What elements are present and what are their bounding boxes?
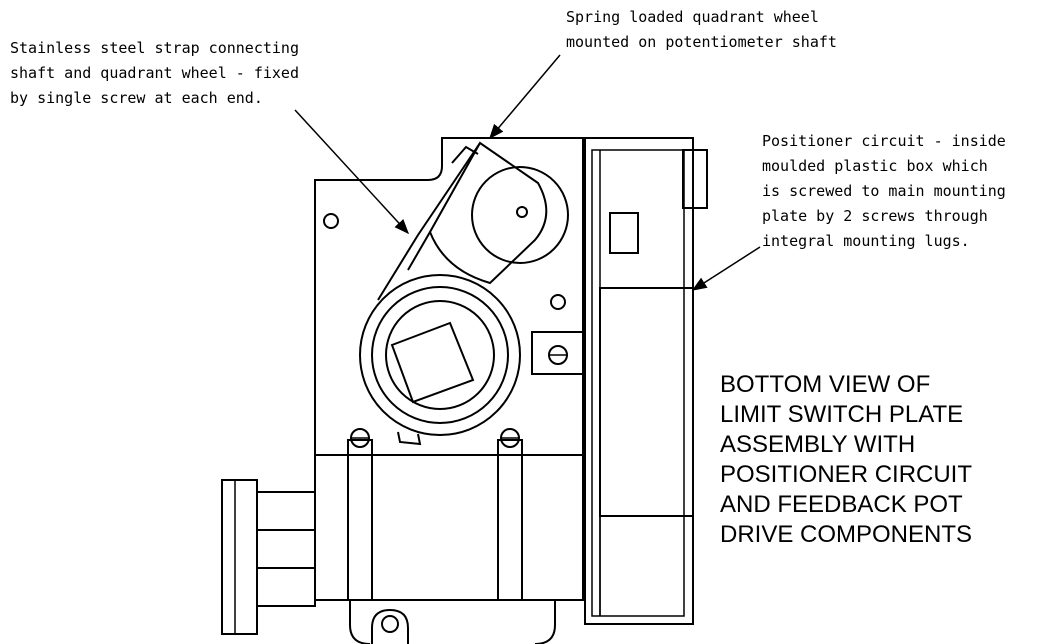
- circuit-leader-line: [691, 246, 761, 291]
- lower-body-block: [314, 455, 584, 601]
- title-line: LIMIT SWITCH PLATE: [720, 401, 963, 428]
- shaft-hub-inner: [385, 300, 495, 410]
- stainless-steel-strap: [377, 142, 481, 301]
- quadrant-callout: Spring loaded quadrant wheel mounted on …: [566, 8, 837, 51]
- side-connector-flange: [221, 479, 258, 635]
- mounting-plate-outline: [314, 137, 584, 456]
- circuit-callout-line: plate by 2 screws through: [762, 207, 988, 225]
- title-line: AND FEEDBACK POT: [720, 491, 963, 518]
- circuit-box-lug-top: [682, 149, 708, 209]
- strap-callout-line: Stainless steel strap connecting: [10, 39, 299, 57]
- band-strap-left: [347, 439, 373, 601]
- circuit-mounting-lug: [599, 287, 694, 517]
- strap-leader-line: [294, 109, 410, 235]
- circuit-callout-line: moulded plastic box which: [762, 157, 988, 175]
- band-strap-right: [497, 439, 523, 601]
- circuit-callout: Positioner circuit - inside moulded plas…: [762, 132, 1015, 250]
- side-connector-tab-lower: [256, 567, 316, 607]
- clamp-block: [531, 331, 584, 375]
- bottom-lug-hole: [381, 615, 399, 633]
- quadrant-wheel: [428, 141, 548, 285]
- quadrant-leader-line: [489, 54, 561, 140]
- mounting-hole-left: [323, 213, 339, 229]
- shaft-hub-ring: [371, 286, 509, 424]
- circuit-callout-line: integral mounting lugs.: [762, 232, 970, 250]
- strap-callout-line: shaft and quadrant wheel - fixed: [10, 64, 299, 82]
- potentiometer-body: [471, 166, 569, 264]
- bottom-lug: [349, 600, 556, 644]
- quadrant-callout-line: Spring loaded quadrant wheel: [566, 8, 819, 26]
- strap-callout: Stainless steel strap connecting shaft a…: [10, 39, 308, 107]
- circuit-box-wall: [591, 149, 685, 617]
- title-line: POSITIONER CIRCUIT: [720, 461, 972, 488]
- drawing-title: BOTTOM VIEW OF LIMIT SWITCH PLATE ASSEMB…: [720, 371, 978, 548]
- title-line: DRIVE COMPONENTS: [720, 521, 972, 548]
- strap-callout-line: by single screw at each end.: [10, 89, 263, 107]
- bottom-lug-slot: [371, 608, 409, 644]
- mounting-hole-right: [550, 294, 566, 310]
- title-line: BOTTOM VIEW OF: [720, 371, 930, 398]
- circuit-connector: [609, 212, 639, 254]
- quadrant-wheel-screw: [516, 206, 528, 218]
- shaft-hub-outer: [359, 274, 521, 436]
- circuit-callout-line: is screwed to main mounting: [762, 182, 1006, 200]
- quadrant-callout-line: mounted on potentiometer shaft: [566, 33, 837, 51]
- title-line: ASSEMBLY WITH: [720, 431, 915, 458]
- circuit-callout-line: Positioner circuit - inside: [762, 132, 1006, 150]
- side-connector-tab-upper: [256, 491, 316, 531]
- hub-locating-tab: [397, 431, 422, 446]
- square-shaft: [390, 321, 475, 404]
- circuit-box-outer: [584, 137, 694, 625]
